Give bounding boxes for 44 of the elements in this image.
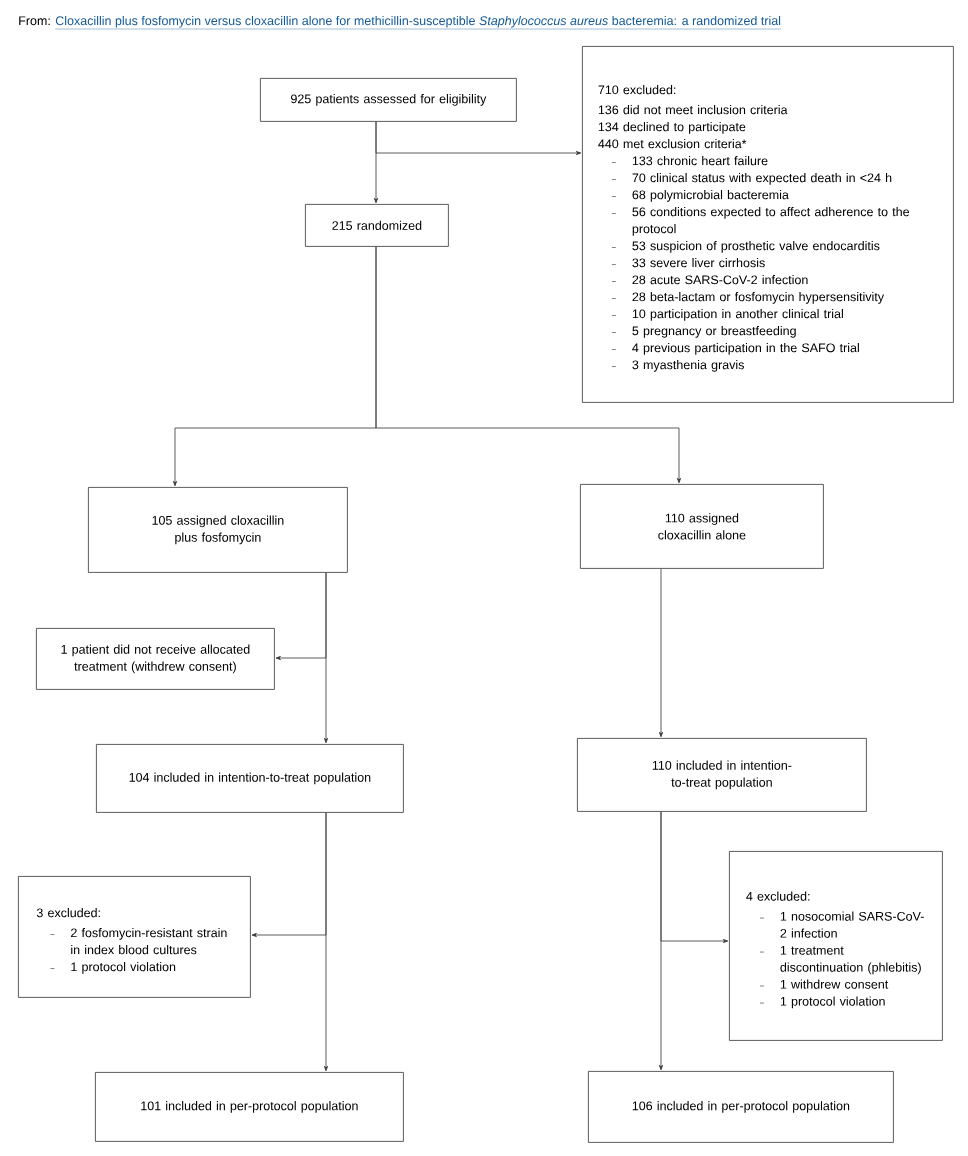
list-heading: 710 excluded: (598, 85, 676, 95)
flow-box (729, 851, 943, 1041)
list-line: 440 met exclusion criteria* (598, 139, 747, 149)
arrow (659, 568, 663, 738)
flow-box: 1 patient did not receive allocated treatment (withdrew consent) (36, 628, 275, 690)
list-item: 10 participation in another clinical trial (632, 309, 843, 321)
list-item: 1 treatment discontinuation (phlebitis) (780, 946, 921, 975)
arrow (660, 811, 729, 943)
list-item: 28 beta-lactam or fosfomycin hypersensitivity (632, 292, 884, 304)
flow-box: 925 patients assessed for eligibility (260, 78, 517, 122)
flow-box: 110 assigned cloxacillin alone (580, 484, 824, 569)
flow-box (18, 876, 251, 998)
arrow (375, 121, 582, 155)
list-item: 28 acute SARS-CoV-2 infection (632, 275, 808, 285)
flow-box: 106 included in per-protocol population (588, 1071, 894, 1143)
flow-box: 110 included in intention-to-treat population (577, 738, 867, 812)
arrow (275, 572, 327, 660)
list-item: 1 protocol violation (780, 996, 885, 1009)
list-item: 1 nosocomial SARS-CoV-2 infection (780, 911, 924, 938)
list-item: 1 withdrew consent (780, 979, 889, 989)
list-item: 3 myasthenia gravis (632, 360, 744, 372)
list-item: 4 previous participation in the SAFO trial (632, 343, 859, 355)
list-heading: 3 excluded: (36, 908, 100, 918)
list-item: 2 fosfomycin-resistant strain in index blood cultures (71, 928, 227, 955)
list-line: 136 did not meet inclusion criteria (598, 105, 788, 115)
arrow (251, 812, 327, 937)
list-item: 70 clinical status with expected death in <24 h (632, 173, 892, 185)
list-item: 68 polymicrobial bacteremia (632, 190, 789, 202)
list-item: 5 pregnancy or breastfeeding (632, 326, 796, 338)
list-line: 134 declined to participate (598, 122, 746, 134)
flow-box: 105 assigned cloxacillin plus fosfomycin (88, 487, 348, 573)
list-item: 56 conditions expected to affect adherence to the protocol (632, 207, 910, 236)
list-item: 53 suspicion of prosthetic valve endocarditis (632, 241, 880, 253)
flow-box: 104 included in intention-to-treat population (96, 744, 404, 813)
source-label: From: (19, 16, 50, 26)
list-item: 1 protocol violation (71, 962, 176, 974)
list-item: 33 severe liver cirrhosis (632, 258, 765, 268)
list-item: 133 chronic heart failure (632, 156, 768, 166)
title-link: Cloxacillin plus fosfomycin versus cloxacillin alone for methicillin-susceptible Staphylococcus aureus bacteremia: a randomized trial (55, 15, 782, 30)
list-heading: 4 excluded: (746, 891, 810, 901)
flow-box (582, 46, 954, 403)
flow-box: 215 randomized (305, 204, 449, 247)
arrow (375, 246, 681, 484)
flow-box: 101 included in per-protocol population (95, 1072, 404, 1142)
